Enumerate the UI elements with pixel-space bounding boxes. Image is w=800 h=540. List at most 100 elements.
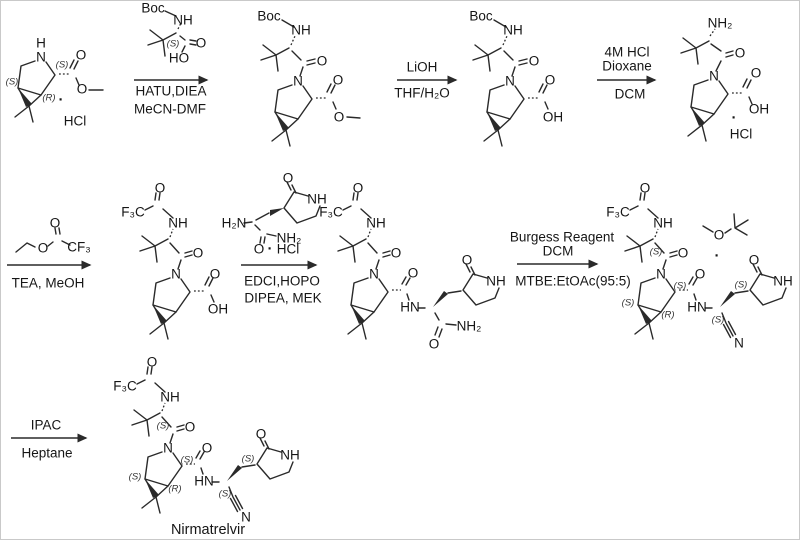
atom-label-o: O xyxy=(254,242,265,257)
acid-bonds xyxy=(731,78,753,105)
condition-text: HATU,DIEA xyxy=(135,84,206,99)
compound-8-nirmatrelvir: O F₃C NH (S) O N (S) (S) (R) O HN (S) (S… xyxy=(113,355,300,539)
compound-3-boc-amide-acid: Boc NH O N O OH xyxy=(469,9,563,147)
group-label-f3c: F₃C xyxy=(121,205,145,220)
condition-text: Dioxane xyxy=(602,59,652,74)
atom-label-n: N xyxy=(505,74,515,89)
atom-label-n: N xyxy=(656,267,666,282)
bicyclic-core-bonds xyxy=(271,84,313,147)
atom-label-nh: NH xyxy=(168,216,188,231)
condition-text: DCM xyxy=(615,87,646,102)
compound-7-nitrile-mtbe-solvate: O F₃C NH (S) O N (S) (S) (R) O HN (S) (S… xyxy=(606,181,793,351)
atom-label-o: O xyxy=(333,73,344,88)
tfa-tleucine-arm xyxy=(140,193,192,269)
atom-label-o: O xyxy=(76,48,87,63)
salt-dot: · xyxy=(59,92,64,109)
atom-label-nh: NH xyxy=(486,274,506,289)
condition-text: IPAC xyxy=(31,418,62,433)
acid-bonds xyxy=(527,83,549,110)
condition-text: Heptane xyxy=(21,446,72,461)
condition-text: DIPEA, MEK xyxy=(244,291,321,306)
atom-label-n: N xyxy=(369,267,379,282)
bonds xyxy=(243,212,277,244)
atom-label-o: O xyxy=(185,420,196,435)
reaction-step-6: Burgess Reagent DCM MTBE:EtOAc(95:5) xyxy=(510,230,631,289)
atom-label-nh2: NH₂ xyxy=(708,16,733,31)
tfa-tleucine-arm xyxy=(338,193,390,269)
group-label-boc: Boc xyxy=(469,9,493,24)
tfa-tleucine-arm xyxy=(625,193,677,269)
salt-dot: · xyxy=(268,241,273,258)
compound-5-tfa-amide-acid: O F₃C NH O N O OH xyxy=(121,181,228,340)
group-label-f3c: F₃C xyxy=(606,205,630,220)
reaction-step-4: TEA, MeOH xyxy=(7,260,92,291)
atom-label-o: O xyxy=(529,54,540,69)
stereo-label-r: (R) xyxy=(661,310,674,321)
atom-label-n: N xyxy=(734,336,744,351)
bonds xyxy=(164,10,197,53)
mtbe-solvent-bonds xyxy=(702,213,749,236)
condition-text: THF/H₂O xyxy=(394,86,449,101)
atom-label-o: O xyxy=(429,337,440,352)
atom-label-nh: NH xyxy=(160,390,180,405)
atom-label-o: O xyxy=(640,181,651,196)
atom-label-nh2: NH₂ xyxy=(457,319,482,334)
bicyclic-core-bonds xyxy=(687,79,729,142)
atom-label-o: O xyxy=(695,267,706,282)
reaction-step-3: 4M HCl Dioxane DCM xyxy=(597,45,657,102)
reaction-step-2: LiOH THF/H₂O xyxy=(394,60,458,101)
atom-label-nh: NH xyxy=(503,23,523,38)
atom-label-nh: NH xyxy=(291,23,311,38)
atom-label-h2n: H₂N xyxy=(222,216,247,231)
salt-label-hcl: HCl xyxy=(277,242,300,257)
group-label-boc: Boc xyxy=(257,9,281,24)
stereo-label-s: (S) xyxy=(674,281,687,292)
atom-label-o: O xyxy=(256,427,267,442)
compound-2-boc-amide-methyl-ester: Boc NH O N O O xyxy=(257,9,361,147)
stereo-label-s: (S) xyxy=(6,77,19,88)
reaction-step-5: EDCI,HOPO DIPEA, MEK xyxy=(241,260,322,306)
hash-bond xyxy=(177,22,182,30)
atom-label-ho: HO xyxy=(169,51,189,66)
group-label-f3c: F₃C xyxy=(113,379,137,394)
atom-label-nh: NH xyxy=(773,274,793,289)
atom-label-o: O xyxy=(334,110,345,125)
salt-label-hcl: HCl xyxy=(64,114,87,129)
atom-label-nh2: NH₂ xyxy=(277,231,302,246)
salt-dot: · xyxy=(732,110,737,127)
compound-1-bicycloproline-methyl-ester-hcl: H N (S) (S) (R) O O · HCl xyxy=(6,36,104,129)
atom-label-o: O xyxy=(147,355,158,370)
atom-label-o: O xyxy=(462,253,473,268)
ester-bonds xyxy=(315,83,337,110)
bicyclic-core-bonds xyxy=(347,277,389,340)
atom-label-o: O xyxy=(77,82,88,97)
atom-label-o: O xyxy=(155,181,166,196)
atom-label-o: O xyxy=(714,228,725,243)
atom-label-n: N xyxy=(709,69,719,84)
stereo-label-s: (S) xyxy=(181,455,194,466)
bicyclic-core-bonds xyxy=(634,277,676,340)
atom-label-n: N xyxy=(241,510,251,525)
atom-label-n: N xyxy=(293,74,303,89)
group-label-cf3: CF₃ xyxy=(67,240,91,255)
atom-label-nh: NH xyxy=(653,216,673,231)
wedge-bond xyxy=(270,208,284,216)
product-name-caption: Nirmatrelvir xyxy=(171,522,245,538)
methyl-ester-bond xyxy=(346,116,361,119)
solvate-dot: · xyxy=(715,248,720,265)
atom-label-o: O xyxy=(193,246,204,261)
atom-label-n: N xyxy=(171,267,181,282)
reaction-step-1: HATU,DIEA MeCN-DMF xyxy=(134,75,209,117)
atom-label-hn: HN xyxy=(194,474,214,489)
salt-label-hcl: HCl xyxy=(730,127,753,142)
amino-tleucine-arm xyxy=(681,29,733,71)
stereo-label-s: (S) xyxy=(650,247,663,258)
primary-amide-bonds xyxy=(434,312,457,338)
stereo-label-s: (S) xyxy=(712,315,725,326)
stereo-label-r: (R) xyxy=(168,484,181,495)
stereo-label-s: (S) xyxy=(167,39,180,50)
bicyclic-core-bonds xyxy=(483,84,525,147)
tfa-tleucine-arm xyxy=(132,367,184,443)
